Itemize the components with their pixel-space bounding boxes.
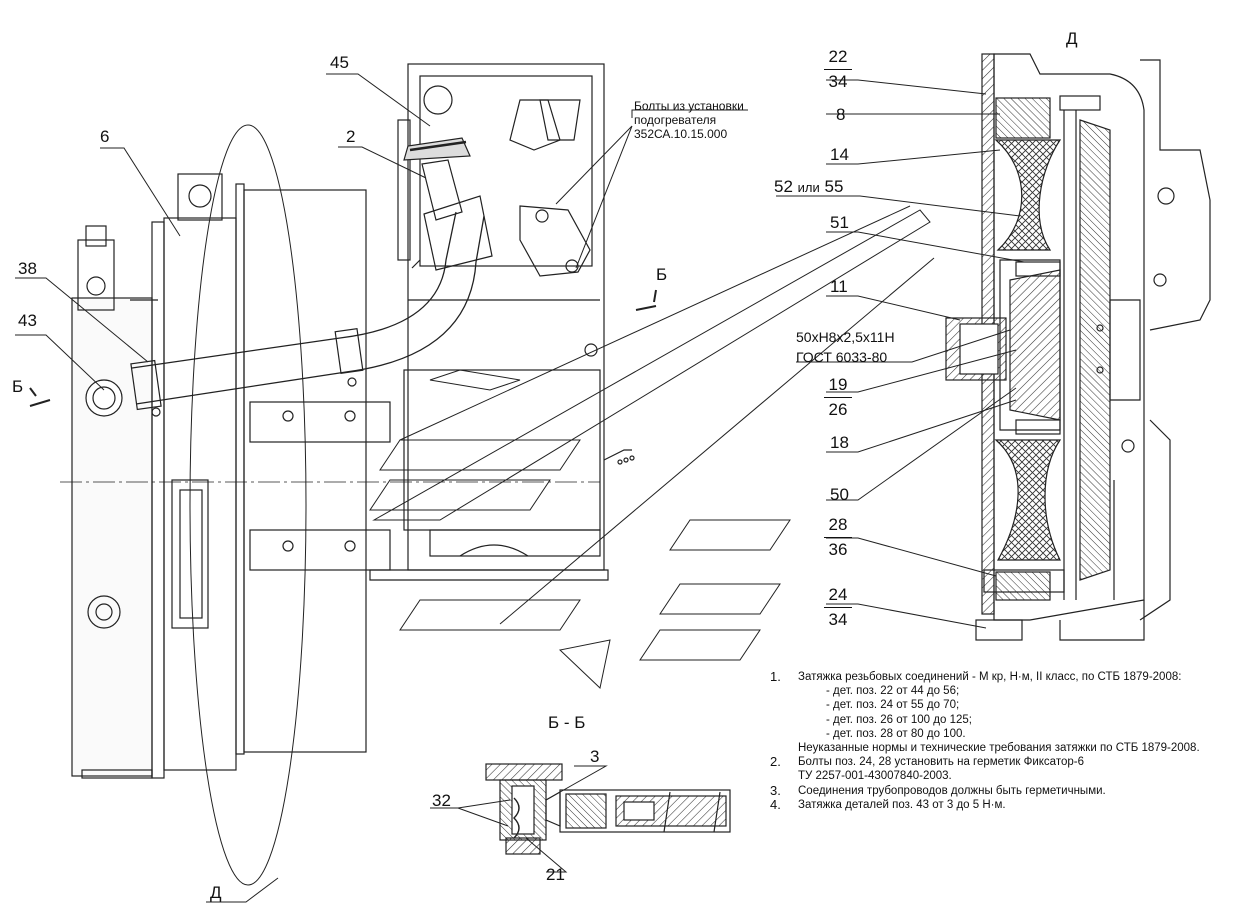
bolts-note-line3: 352СА.10.15.000 bbox=[634, 127, 728, 141]
engine-block bbox=[369, 63, 635, 581]
note-text: Затяжка деталей поз. 43 от 3 до 5 Н·м. bbox=[798, 798, 1006, 811]
callout-50: 50 bbox=[830, 485, 849, 504]
note-line: Неуказанные нормы и технические требован… bbox=[770, 741, 1245, 755]
coupling-section bbox=[945, 53, 1211, 641]
note-number: 2. bbox=[770, 754, 781, 770]
note-text: Болты поз. 24, 28 установить на герметик… bbox=[798, 756, 1084, 769]
callout-26: 26 bbox=[828, 400, 848, 419]
callout-38: 38 bbox=[18, 259, 37, 278]
callout-21: 21 bbox=[546, 865, 565, 884]
note-text: Затяжка резьбовых соединений - М кр, Н·м… bbox=[798, 671, 1182, 683]
spline-spec-line1: 50xH8x2,5x11H bbox=[796, 329, 895, 345]
callout-3: 3 bbox=[590, 747, 600, 766]
note-text: Соединения трубопроводов должны быть гер… bbox=[798, 784, 1106, 797]
note-line: 1. Затяжка резьбовых соединений - М кр, Н… bbox=[770, 669, 1245, 684]
callout-36: 36 bbox=[828, 540, 848, 559]
note-line: - дет. поз. 24 от 55 до 70; bbox=[770, 698, 1245, 712]
technical-notes: 1. Затяжка резьбовых соединений - М кр, Н… bbox=[770, 669, 1245, 812]
view-d-region-ellipse bbox=[189, 124, 307, 886]
callout-22-34: 22 34 bbox=[824, 48, 852, 91]
leader-lines bbox=[15, 73, 1025, 903]
note-number: 1. bbox=[770, 669, 781, 684]
view-arrow bbox=[369, 205, 935, 689]
note-line: 4. Затяжка деталей поз. 43 от 3 до 5 Н·м. bbox=[770, 796, 1245, 812]
callout-52-or-55: 52 или 55 bbox=[774, 178, 843, 197]
section-arrow-right bbox=[635, 289, 657, 311]
section-b-label-left: Б bbox=[12, 377, 24, 396]
callout-22: 22 bbox=[824, 48, 852, 70]
note-line: - дет. поз. 22 от 44 до 56; bbox=[770, 684, 1245, 698]
callout-24-34: 24 34 bbox=[824, 586, 852, 629]
callout-45: 45 bbox=[330, 53, 349, 72]
radiator bbox=[60, 173, 600, 779]
callout-55: 55 bbox=[824, 177, 844, 196]
coolant-pipe bbox=[130, 211, 485, 417]
callout-52: 52 bbox=[774, 177, 793, 196]
callout-6: 6 bbox=[100, 127, 110, 146]
view-d-label-top: Д bbox=[1066, 29, 1078, 48]
note-text: - дет. поз. 24 от 55 до 70; bbox=[826, 699, 960, 712]
bolts-note-line2: подогревателя bbox=[634, 113, 717, 127]
callout-32: 32 bbox=[432, 791, 451, 810]
section-arrow-left bbox=[29, 387, 51, 407]
callout-11: 11 bbox=[830, 277, 848, 296]
note-text: - дет. поз. 22 от 44 до 56; bbox=[826, 685, 960, 698]
section-bb-detail bbox=[485, 763, 731, 855]
callout-34: 34 bbox=[828, 72, 848, 91]
note-text: - дет. поз. 28 от 80 до 100. bbox=[826, 727, 966, 740]
callout-28: 28 bbox=[824, 516, 852, 538]
section-bb-title: Б - Б bbox=[548, 713, 586, 732]
callout-2: 2 bbox=[346, 127, 356, 146]
callout-18: 18 bbox=[830, 433, 849, 452]
note-number: 3. bbox=[770, 782, 781, 798]
note-text: - дет. поз. 26 от 100 до 125; bbox=[826, 713, 972, 726]
note-line: - дет. поз. 26 от 100 до 125; bbox=[770, 713, 1245, 727]
callout-34b: 34 bbox=[828, 610, 848, 629]
filler-neck bbox=[403, 85, 591, 277]
note-text: Неуказанные нормы и технические требован… bbox=[798, 742, 1200, 755]
callout-43: 43 bbox=[18, 311, 37, 330]
callout-24: 24 bbox=[824, 586, 852, 608]
callout-19-26: 19 26 bbox=[824, 376, 852, 419]
callout-51: 51 bbox=[830, 213, 849, 232]
note-line: 3. Соединения трубопроводов должны быть г… bbox=[770, 782, 1245, 798]
note-line: 2. Болты поз. 24, 28 установить на гермет… bbox=[770, 755, 1245, 769]
spline-spec-line2: ГОСТ 6033-80 bbox=[796, 349, 888, 365]
note-number: 4. bbox=[770, 796, 781, 812]
section-b-label-right: Б bbox=[656, 265, 668, 284]
note-line: - дет. поз. 28 от 80 до 100. bbox=[770, 727, 1245, 741]
callout-or: или bbox=[797, 180, 820, 195]
callout-19: 19 bbox=[824, 376, 852, 398]
note-line: ТУ 2257-001-43007840-2003. bbox=[770, 769, 1245, 783]
note-text: ТУ 2257-001-43007840-2003. bbox=[798, 770, 952, 783]
callout-8: 8 bbox=[836, 105, 846, 124]
callout-28-36: 28 36 bbox=[824, 516, 852, 559]
callout-14: 14 bbox=[830, 145, 849, 164]
view-d-label-bottom: Д bbox=[210, 883, 222, 902]
bolts-note-line1: Болты из установки bbox=[634, 99, 744, 113]
